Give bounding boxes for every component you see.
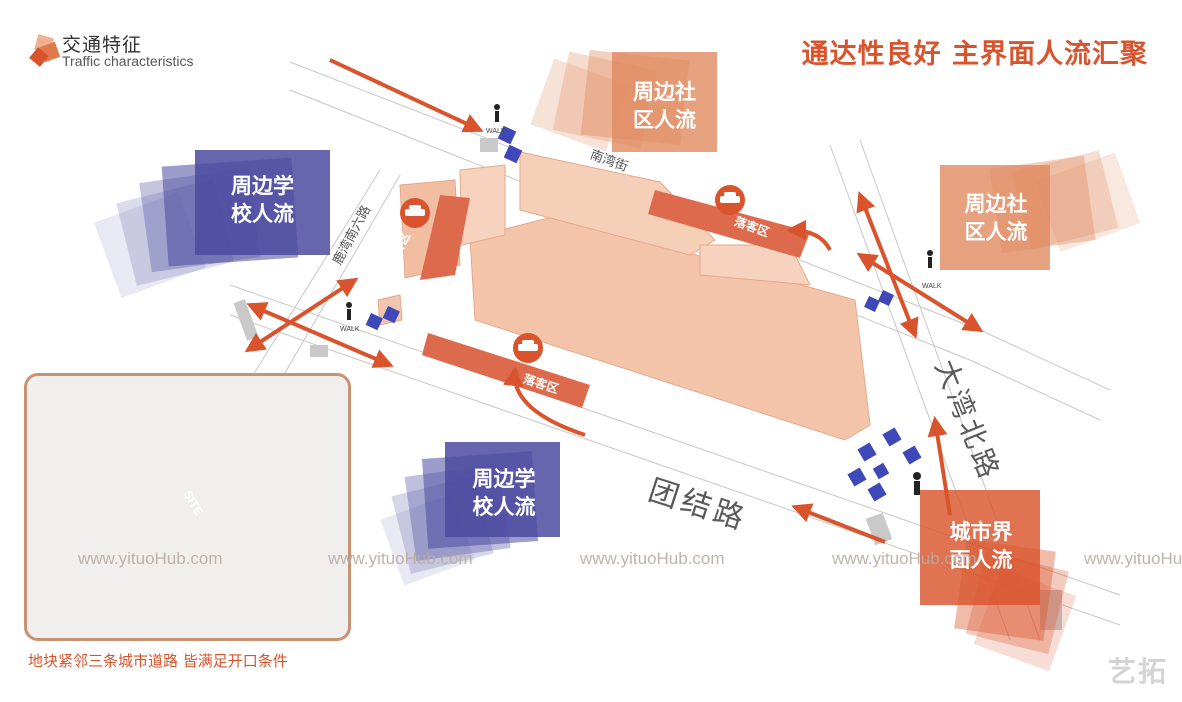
school-south-stack (380, 442, 560, 586)
walk-label-east: WALK (922, 283, 942, 290)
walk-label-west: WALK (340, 326, 360, 333)
watermark: www.yituoHub.com (580, 549, 725, 568)
school-north-stack (94, 150, 330, 298)
walk-label-north: WALK (486, 128, 506, 135)
watermark: www.yituoHub.com (78, 549, 223, 568)
bubble-school-north: 周边学 校人流 (205, 172, 320, 228)
bubble-line: 区人流 (964, 220, 1028, 244)
pedestrian-markers (365, 125, 922, 502)
watermark: www.yituoHub.com (328, 549, 473, 568)
bubble-line: 校人流 (231, 202, 294, 226)
bubble-line: 周边学 (472, 467, 536, 491)
car-icons (400, 185, 745, 363)
community-north-stack (530, 50, 717, 152)
bubble-line: 周边学 (231, 174, 294, 198)
community-east-stack (940, 150, 1141, 270)
city-front-stack (920, 490, 1077, 672)
brand-logo: 艺拓 (1107, 655, 1168, 688)
bubble-line: 城市界 (949, 520, 1013, 544)
bubble-city-front: 城市界 面人流 (922, 518, 1040, 574)
headline: 通达性良好 主界面人流汇聚 (801, 39, 1148, 70)
bubble-community-east: 周边社 区人流 (942, 190, 1050, 246)
building-massing (377, 151, 871, 441)
section-subtitle: Traffic characteristics (62, 53, 194, 69)
bubble-line: 周边社 (964, 192, 1028, 216)
header-logo-icon (29, 34, 61, 67)
inset-caption: 地块紧邻三条城市道路 皆满足开口条件 (28, 652, 288, 670)
bubble-line: 周边社 (633, 80, 696, 104)
location-inset-map (24, 373, 351, 641)
bubble-line: 面人流 (949, 548, 1013, 572)
walker-icons (346, 104, 933, 495)
bubble-line: 区人流 (633, 108, 696, 132)
bubble-community-north: 周边社 区人流 (612, 78, 717, 134)
watermark: www.yituoHub.com (832, 549, 977, 568)
flow-arrows (244, 58, 984, 544)
watermark: www.yituoHub.com (1084, 549, 1182, 568)
bubble-school-south: 周边学 校人流 (450, 465, 558, 521)
bubble-line: 校人流 (472, 495, 536, 519)
section-title: 交通特征 (62, 34, 143, 56)
